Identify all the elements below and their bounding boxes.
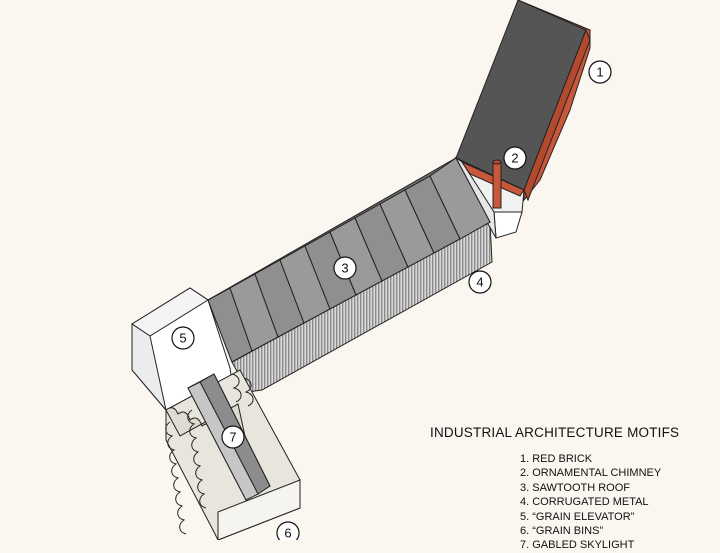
callout-2: 2	[503, 146, 527, 170]
callout-5: 5	[171, 326, 195, 350]
legend-item: 1. RED BRICK	[520, 453, 593, 465]
legend-item: 3. SAWTOOTH ROOF	[520, 481, 631, 494]
isometric-building-diagram: 1 2 3 4 5 6 7	[131, 0, 612, 541]
svg-text:7: 7	[229, 430, 236, 445]
legend-item: 6. “GRAIN BINS”	[520, 525, 604, 538]
callout-4: 4	[468, 270, 492, 294]
ornamental-chimney	[492, 159, 502, 209]
legend-item: 5. “GRAIN ELEVATOR”	[520, 510, 635, 523]
legend-item: 7. GABLED SKYLIGHT	[520, 539, 635, 552]
callout-1: 1	[588, 60, 612, 84]
legend-title: INDUSTRIAL ARCHITECTURE MOTIFS	[430, 425, 680, 440]
legend-list: 1. RED BRICK 2. ORNAMENTAL CHIMNEY 3. SA…	[430, 452, 720, 553]
callout-7: 7	[221, 425, 245, 449]
svg-text:6: 6	[284, 526, 291, 541]
legend: INDUSTRIAL ARCHITECTURE MOTIFS 1. RED BR…	[430, 425, 720, 553]
svg-text:2: 2	[511, 151, 518, 166]
svg-text:1: 1	[596, 65, 603, 80]
svg-text:4: 4	[476, 275, 483, 290]
legend-item: 2. ORNAMENTAL CHIMNEY	[520, 467, 662, 480]
svg-text:5: 5	[179, 331, 186, 346]
callout-6: 6	[276, 521, 300, 541]
callout-3: 3	[333, 256, 357, 280]
svg-text:3: 3	[341, 261, 348, 276]
legend-item: 4. CORRUGATED METAL	[520, 496, 649, 509]
